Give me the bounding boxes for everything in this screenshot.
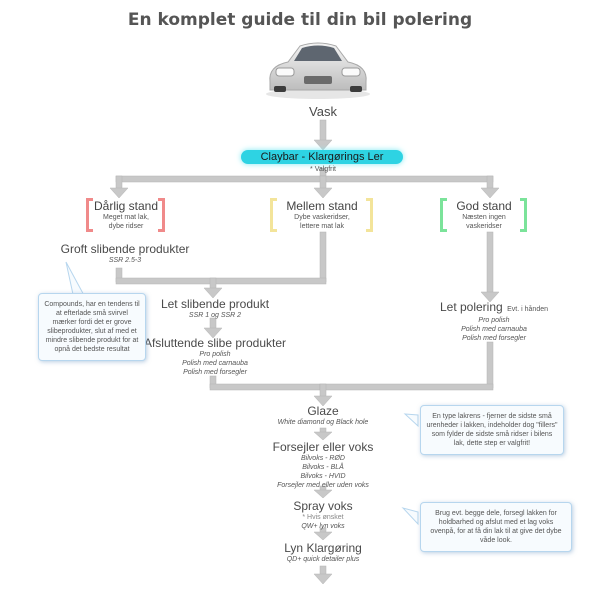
spray-title: Spray voks bbox=[293, 499, 353, 513]
arrow-vask-claybar bbox=[319, 119, 327, 143]
quick-title: Lyn Klargøring bbox=[284, 541, 362, 555]
spray-sub: * Hvis ønsket bbox=[302, 514, 344, 521]
bad-line: Meget mat lak, bbox=[103, 214, 149, 221]
bracket-right-bad bbox=[158, 198, 165, 232]
coarse-sub: SSR 2.5-3 bbox=[108, 257, 142, 264]
coarse-title: Groft slibende produkter bbox=[60, 242, 190, 256]
node-vask: Vask bbox=[309, 104, 337, 119]
node-glaze: Glaze White diamond og Black hole bbox=[256, 404, 390, 427]
bad-title: Dårlig stand bbox=[93, 199, 159, 213]
medium-line: lettere mat lak bbox=[300, 223, 344, 230]
arrow-head bbox=[313, 139, 333, 151]
node-finishing-products: Afsluttende slibe produkter Pro polish P… bbox=[136, 336, 294, 377]
bracket-left-medium bbox=[270, 198, 277, 232]
bracket-right-medium bbox=[366, 198, 373, 232]
page-title: En komplet guide til din bil polering bbox=[127, 10, 473, 30]
sealant-title: Forsejler eller voks bbox=[272, 440, 374, 454]
car-image bbox=[266, 42, 370, 99]
quick-sub: QD+ quick detailer plus bbox=[286, 556, 360, 563]
good-line: vaskeridser bbox=[466, 223, 502, 230]
sealant-item: Forsejler med eller uden voks bbox=[277, 482, 369, 489]
good-title: God stand bbox=[456, 199, 512, 213]
node-coarse-products: Groft slibende produkter SSR 2.5-3 bbox=[50, 242, 200, 265]
glaze-sub: White diamond og Black hole bbox=[277, 419, 369, 426]
bracket-left-good bbox=[440, 198, 447, 232]
light-polish-title: Let polering bbox=[439, 300, 503, 314]
node-good-condition: God stand Næsten ingen vaskeridser bbox=[446, 199, 522, 231]
glaze-title: Glaze bbox=[307, 404, 339, 418]
arrow-good bbox=[486, 231, 494, 295]
bracket-left-bad bbox=[86, 198, 93, 232]
node-bad-condition: Dårlig stand Meget mat lak, dybe ridser bbox=[92, 199, 160, 231]
light-polish-item: Polish med forsegler bbox=[462, 335, 526, 342]
arrow-medium bbox=[319, 231, 327, 283]
node-claybar: Claybar - Klargørings Ler bbox=[241, 150, 403, 164]
merge-bar-right bbox=[319, 383, 494, 391]
note-pointer-spray bbox=[401, 507, 419, 526]
sealant-item: Bilvoks - RØD bbox=[301, 455, 345, 462]
medium-title: Mellem stand bbox=[286, 199, 358, 213]
note-compounds: Compounds, har en tendens til at efterla… bbox=[38, 293, 146, 361]
finishing-item: Pro polish bbox=[199, 351, 231, 358]
bad-line: dybe ridser bbox=[108, 223, 144, 230]
sealant-item: Bilvoks - HVID bbox=[300, 473, 346, 480]
light-polish-item: Pro polish bbox=[478, 317, 510, 324]
finishing-item: Polish med carnauba bbox=[182, 360, 248, 367]
finishing-title: Afsluttende slibe produkter bbox=[143, 336, 287, 350]
bracket-right-good bbox=[520, 198, 527, 232]
node-light-abrasive: Let slibende produkt SSR 1 og SSR 2 bbox=[148, 297, 282, 320]
good-line: Næsten ingen bbox=[462, 214, 506, 221]
light-abrasive-title: Let slibende produkt bbox=[160, 297, 270, 311]
light-polish-note: Evt. i hånden bbox=[507, 306, 549, 313]
light-abrasive-sub: SSR 1 og SSR 2 bbox=[188, 312, 242, 319]
finishing-item: Polish med forsegler bbox=[183, 369, 247, 376]
split-bar bbox=[115, 175, 494, 183]
note-spray: Brug evt. begge dele, forsegl lakken for… bbox=[420, 502, 572, 552]
light-polish-item: Polish med carnauba bbox=[461, 326, 527, 333]
node-quick-detailer: Lyn Klargøring QD+ quick detailer plus bbox=[256, 541, 390, 564]
node-spray-wax: Spray voks * Hvis ønsket QW+ lyn voks bbox=[263, 499, 383, 531]
merge-bar bbox=[115, 277, 327, 285]
medium-line: Dybe vaskeridser, bbox=[294, 214, 350, 221]
node-claybar-note: * Valgfrit bbox=[310, 166, 336, 173]
sealant-item: Bilvoks - BLÅ bbox=[302, 464, 344, 471]
light-polish-heading: Let polering Evt. i hånden bbox=[418, 298, 570, 316]
spray-item: QW+ lyn voks bbox=[301, 523, 345, 530]
node-sealant: Forsejler eller voks Bilvoks - RØD Bilvo… bbox=[246, 440, 400, 490]
note-pointer-glaze bbox=[403, 413, 419, 428]
node-medium-condition: Mellem stand Dybe vaskeridser, lettere m… bbox=[276, 199, 368, 231]
node-light-polish: Let polering Evt. i hånden Pro polish Po… bbox=[418, 298, 570, 343]
note-glaze: En type lakrens - fjerner de sidste små … bbox=[420, 405, 564, 455]
